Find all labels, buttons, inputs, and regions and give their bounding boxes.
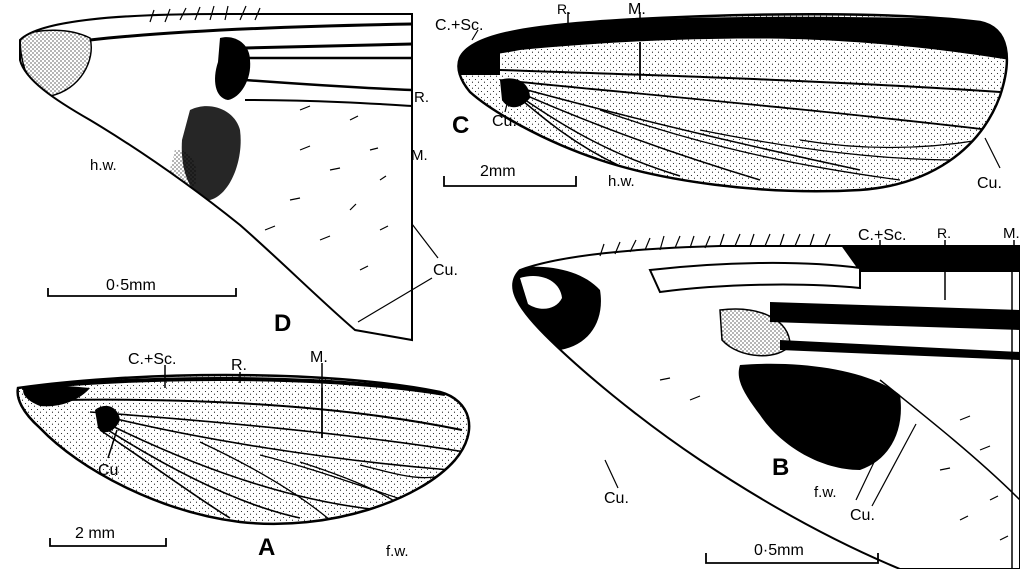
- panel-c-label-cu: Cu.: [492, 113, 517, 130]
- panel-b-letter: B: [772, 454, 789, 481]
- panel-c-label-cu2: Cu.: [977, 175, 1002, 192]
- panel-a-label-cu2: Cu.: [604, 490, 629, 507]
- panel-a-label-cu: Cu: [98, 462, 118, 479]
- panel-d-scale-bar: 0·5mm: [48, 277, 236, 296]
- panel-c-wing-type: h.w.: [608, 173, 635, 190]
- panel-b-label-cu: Cu.: [850, 507, 875, 524]
- panel-a-wing-type: f.w.: [386, 543, 409, 560]
- panel-c-letter: C: [452, 112, 469, 139]
- panel-d-letter: D: [274, 310, 291, 337]
- panel-c: C.+Sc. R. M. Cu. Cu. h.w. C 2mm: [435, 1, 1010, 192]
- panel-b-label-cs: C.+Sc.: [858, 227, 906, 244]
- panel-d-wing-type: h.w.: [90, 157, 117, 174]
- panel-a-label-r: R.: [231, 357, 247, 374]
- panel-b-wing-type: f.w.: [814, 484, 837, 501]
- panel-c-label-r: R.: [557, 1, 571, 17]
- panel-a-scale-label: 2 mm: [75, 525, 115, 542]
- panel-c-label-m: M.: [628, 1, 646, 18]
- panel-b-scale-label: 0·5mm: [754, 542, 804, 559]
- panel-d-label-cu: Cu.: [433, 262, 458, 279]
- panel-d-label-m: M.: [411, 147, 428, 164]
- panel-d: R. M. Cu. h.w. D 0·5mm: [20, 6, 458, 340]
- panel-d-label-r: R.: [414, 89, 429, 106]
- panel-b-label-r: R.: [937, 225, 951, 241]
- panel-b: C.+Sc. R. M. Cu. f.w. B 0·5mm: [500, 225, 1020, 569]
- panel-a-label-cs: C.+Sc.: [128, 351, 176, 368]
- panel-a-scale-bar: 2 mm: [50, 525, 166, 546]
- panel-b-label-m: M.: [1003, 225, 1020, 242]
- panel-c-scale-label: 2mm: [480, 163, 516, 180]
- panel-d-scale-label: 0·5mm: [106, 277, 156, 294]
- panel-c-scale-bar: 2mm: [444, 163, 576, 186]
- panel-a-letter: A: [258, 534, 275, 561]
- panel-a: C.+Sc. R. M. Cu Cu. f.w. A 2 mm: [18, 349, 629, 561]
- panel-c-label-cs: C.+Sc.: [435, 17, 483, 34]
- panel-a-label-m: M.: [310, 349, 328, 366]
